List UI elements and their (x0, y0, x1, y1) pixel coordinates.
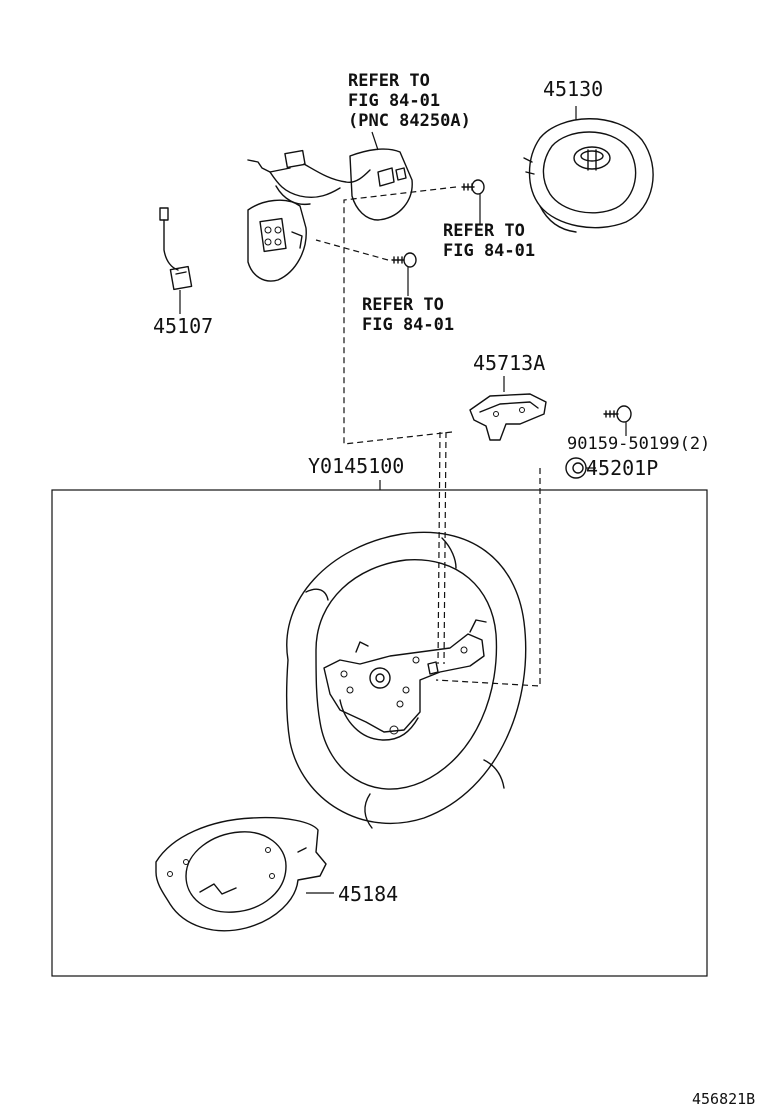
steering-switch-drawing (247, 131, 413, 282)
upper-screw-drawing (461, 179, 485, 224)
refer-screw-lower-line1: REFER TO (362, 295, 444, 315)
part-number-airbag: 45130 (543, 77, 603, 101)
part-number-lower-cover: 45184 (338, 882, 398, 906)
clip-drawing (565, 457, 596, 479)
figure-id: 456821B (692, 1090, 755, 1108)
refer-switch-line2: FIG 84-01 (348, 91, 440, 111)
wire-harness-drawing (159, 207, 193, 314)
part-number-bolt: 90159-50199(2) (567, 434, 710, 454)
lower-cover-drawing (155, 816, 334, 932)
steering-wheel-drawing (285, 531, 527, 829)
part-number-cover-bracket: 45713A (473, 351, 545, 375)
refer-screw-lower-line2: FIG 84-01 (362, 315, 454, 335)
part-number-clip: 45201P (586, 456, 658, 480)
wheel-assembly-frame (51, 480, 708, 977)
bolt-drawing (603, 405, 632, 436)
airbag-drawing (523, 106, 654, 233)
refer-screw-upper-line2: FIG 84-01 (443, 241, 535, 261)
cover-bracket-drawing (469, 376, 547, 441)
part-number-wire-harness: 45107 (153, 314, 213, 338)
refer-switch-line3: (PNC 84250A) (348, 111, 471, 131)
lower-screw-drawing (391, 252, 417, 296)
dashed-reference-lines (315, 186, 541, 687)
part-number-wheel-assembly: Y0145100 (308, 454, 404, 478)
refer-switch-line1: REFER TO (348, 71, 430, 91)
refer-screw-upper-line1: REFER TO (443, 221, 525, 241)
